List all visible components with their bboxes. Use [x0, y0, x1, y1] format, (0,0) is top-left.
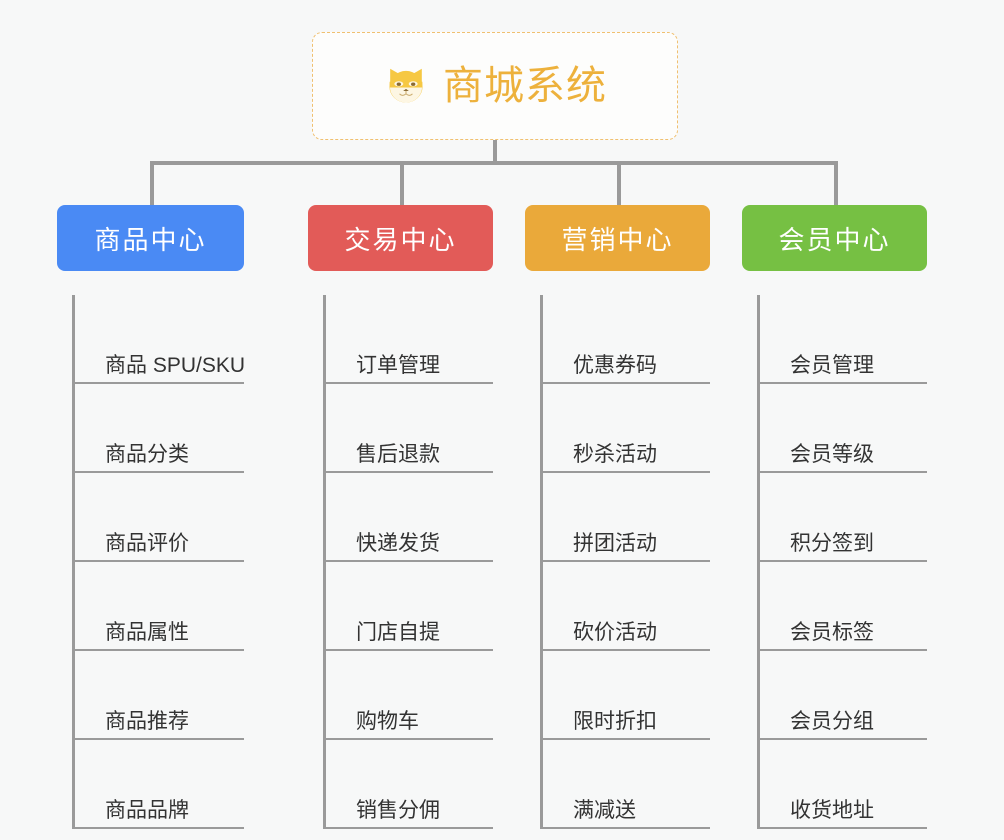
list-item[interactable]: 砍价活动: [543, 562, 710, 651]
connector-root-stem: [493, 140, 497, 164]
category-label: 商品中心: [94, 224, 207, 255]
leaf-label: 门店自提: [356, 620, 440, 644]
list-item[interactable]: 拼团活动: [543, 473, 710, 562]
list-item[interactable]: 订单管理: [326, 295, 493, 384]
list-item[interactable]: 购物车: [326, 651, 493, 740]
leaf-label: 积分签到: [790, 531, 874, 555]
list-item[interactable]: 商品分类: [75, 384, 244, 473]
branch-column-1: 商品中心 商品 SPU/SKU 商品分类 商品评价 商品属性 商品推荐 商品品牌: [57, 205, 245, 829]
connector-drop-3: [617, 163, 621, 207]
leaf-list-4: 会员管理 会员等级 积分签到 会员标签 会员分组 收货地址: [757, 295, 927, 829]
category-label: 会员中心: [778, 224, 891, 255]
list-item[interactable]: 会员分组: [760, 651, 927, 740]
leaf-label: 优惠券码: [573, 353, 657, 377]
leaf-label: 会员标签: [790, 620, 874, 644]
leaf-label: 商品 SPU/SKU: [105, 353, 246, 377]
list-item[interactable]: 商品品牌: [75, 740, 244, 829]
leaf-list-1: 商品 SPU/SKU 商品分类 商品评价 商品属性 商品推荐 商品品牌: [72, 295, 245, 829]
branch-column-2: 交易中心 订单管理 售后退款 快递发货 门店自提 购物车 销售分佣: [308, 205, 493, 829]
list-item[interactable]: 会员等级: [760, 384, 927, 473]
list-item[interactable]: 限时折扣: [543, 651, 710, 740]
category-box-member[interactable]: 会员中心: [742, 205, 927, 271]
shiba-dog-face-icon: [389, 68, 423, 103]
leaf-label: 收货地址: [790, 798, 874, 822]
leaf-label: 会员分组: [790, 709, 874, 733]
leaf-label: 秒杀活动: [573, 442, 657, 466]
branch-column-3: 营销中心 优惠券码 秒杀活动 拼团活动 砍价活动 限时折扣 满减送: [525, 205, 710, 829]
branch-column-4: 会员中心 会员管理 会员等级 积分签到 会员标签 会员分组 收货地址: [742, 205, 927, 829]
list-item[interactable]: 销售分佣: [326, 740, 493, 829]
category-label: 交易中心: [344, 224, 457, 255]
leaf-label: 砍价活动: [573, 620, 657, 644]
root-title: 商城系统: [443, 64, 607, 108]
leaf-label: 限时折扣: [573, 709, 657, 733]
leaf-label: 会员等级: [790, 442, 874, 466]
list-item[interactable]: 商品属性: [75, 562, 244, 651]
list-item[interactable]: 会员标签: [760, 562, 927, 651]
leaf-label: 满减送: [573, 798, 636, 822]
list-item[interactable]: 门店自提: [326, 562, 493, 651]
list-item[interactable]: 售后退款: [326, 384, 493, 473]
category-box-trade[interactable]: 交易中心: [308, 205, 493, 271]
list-item[interactable]: 会员管理: [760, 295, 927, 384]
list-item[interactable]: 积分签到: [760, 473, 927, 562]
connector-drop-1: [150, 163, 154, 207]
connector-horizontal-bus: [150, 161, 838, 165]
category-label: 营销中心: [561, 224, 674, 255]
leaf-label: 订单管理: [356, 353, 440, 377]
connector-drop-2: [400, 163, 404, 207]
root-node[interactable]: 商城系统: [312, 32, 678, 140]
leaf-label: 售后退款: [356, 442, 440, 466]
leaf-label: 快递发货: [356, 531, 440, 555]
leaf-label: 拼团活动: [573, 531, 657, 555]
leaf-label: 商品品牌: [105, 798, 189, 822]
leaf-label: 商品评价: [105, 531, 189, 555]
list-item[interactable]: 秒杀活动: [543, 384, 710, 473]
list-item[interactable]: 商品评价: [75, 473, 244, 562]
leaf-label: 会员管理: [790, 353, 874, 377]
leaf-list-2: 订单管理 售后退款 快递发货 门店自提 购物车 销售分佣: [323, 295, 493, 829]
list-item[interactable]: 满减送: [543, 740, 710, 829]
list-item[interactable]: 快递发货: [326, 473, 493, 562]
leaf-list-3: 优惠券码 秒杀活动 拼团活动 砍价活动 限时折扣 满减送: [540, 295, 710, 829]
category-box-marketing[interactable]: 营销中心: [525, 205, 710, 271]
leaf-label: 销售分佣: [356, 798, 440, 822]
list-item[interactable]: 收货地址: [760, 740, 927, 829]
leaf-label: 商品推荐: [105, 709, 189, 733]
category-box-product[interactable]: 商品中心: [57, 205, 244, 271]
leaf-label: 商品分类: [105, 442, 189, 466]
leaf-label: 商品属性: [105, 620, 189, 644]
list-item[interactable]: 商品推荐: [75, 651, 244, 740]
list-item[interactable]: 商品 SPU/SKU: [75, 295, 245, 384]
connector-drop-4: [834, 163, 838, 207]
leaf-label: 购物车: [356, 709, 419, 733]
list-item[interactable]: 优惠券码: [543, 295, 710, 384]
